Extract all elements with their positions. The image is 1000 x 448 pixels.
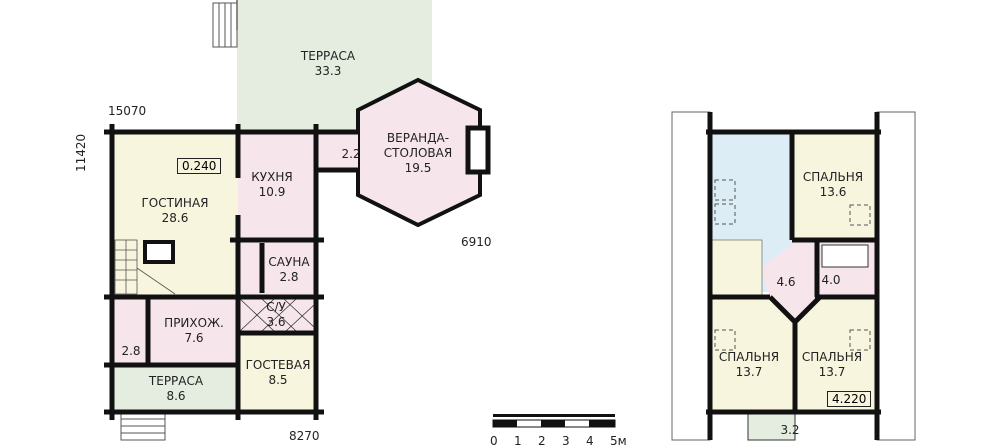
scale-tick-5: 5м [610,434,627,448]
room-name: СПАЛЬНЯ [801,350,863,364]
room-area: 13.7 [735,365,763,379]
room-area: 8.5 [268,373,288,387]
room-name: КУХНЯ [251,170,293,184]
level-mark-ground: 0.240 [177,158,222,174]
sauna-block [238,240,316,297]
room-area: 3.6 [266,315,286,329]
scale-bar [492,414,616,428]
room-area: 10.9 [258,185,286,199]
walls-2f [706,112,881,440]
bedroom-13-6 [792,132,877,240]
scale-tick-4: 4 [586,434,594,448]
second-floor-plan [671,111,916,441]
dimension-right: 6910 [461,235,492,249]
dimension-bottom: 8270 [289,429,320,443]
room-name: ГОСТИНАЯ [141,196,209,210]
room-label-bath-2f: 4.0 [821,273,840,288]
bedroom-13-7-left [710,297,795,412]
room-area: 2.8 [279,270,299,284]
room-area: 7.6 [184,331,204,345]
room-label-balcony: 3.2 [780,423,799,438]
scale-tick-1: 1 [514,434,522,448]
room-area: 13.7 [818,365,846,379]
room-name: ГОСТЕВАЯ [245,358,311,372]
room-name: ВЕРАНДА- [386,131,450,145]
stair-2f [711,239,763,296]
hallway [148,297,238,365]
room-area: 4.6 [776,275,796,289]
room-label-vestibule: 2.2 [341,147,360,162]
ground-floor-plan [104,0,491,441]
room-area: 8.6 [166,389,186,403]
room-area: 13.6 [819,185,847,199]
living-room [112,132,238,297]
scale-tick-3: 3 [562,434,570,448]
stove [143,240,175,264]
terrace-small [112,365,238,412]
hall-4-6 [760,240,817,322]
room-name: СПАЛЬНЯ [802,170,864,184]
room-name: ТЕРРАСА [300,49,356,63]
room-area: 28.6 [161,211,189,225]
fireplace [465,125,491,175]
terrace-stairs [212,2,238,48]
room-area: 19.5 [404,161,432,175]
room-name: САУНА [268,255,310,269]
interior-stair [114,239,176,295]
room-area: 33.3 [314,64,342,78]
room-label-small: 2.8 [121,344,140,359]
room-name: ТЕРРАСА [148,374,204,388]
walls [104,0,360,420]
scale-tick-0: 0 [490,434,498,448]
dimension-left: 11420 [74,133,88,172]
room-label-hallway: ПРИХОЖ.7.6 [164,316,224,346]
room-area: 2.2 [341,147,361,161]
skylights [714,179,871,351]
vestibule [316,132,358,170]
scale-tick-2: 2 [538,434,546,448]
dimension-top: 15070 [108,104,147,118]
room-area: 4.0 [821,273,841,287]
room-name: СПАЛЬНЯ [718,350,780,364]
room-2-8 [112,297,148,365]
bathtub [821,244,869,268]
level-mark-second: 4.220 [827,391,872,407]
kitchen [238,132,316,240]
room-name: С/У [266,300,286,314]
room-area: 2.8 [121,344,141,358]
bedroom-13-7-right [795,297,877,412]
room-name-2: СТОЛОВАЯ [383,146,453,160]
guest-room [238,333,316,412]
beam-right [876,111,916,441]
veranda-dining [356,77,482,228]
bathroom-tiles [239,298,315,332]
room-area: 3.2 [780,423,800,437]
room-label-hall-2f: 4.6 [776,275,795,290]
room-name: ПРИХОЖ. [164,316,224,330]
balcony [747,411,796,441]
entry-stairs [120,411,166,441]
beam-left [671,111,711,441]
